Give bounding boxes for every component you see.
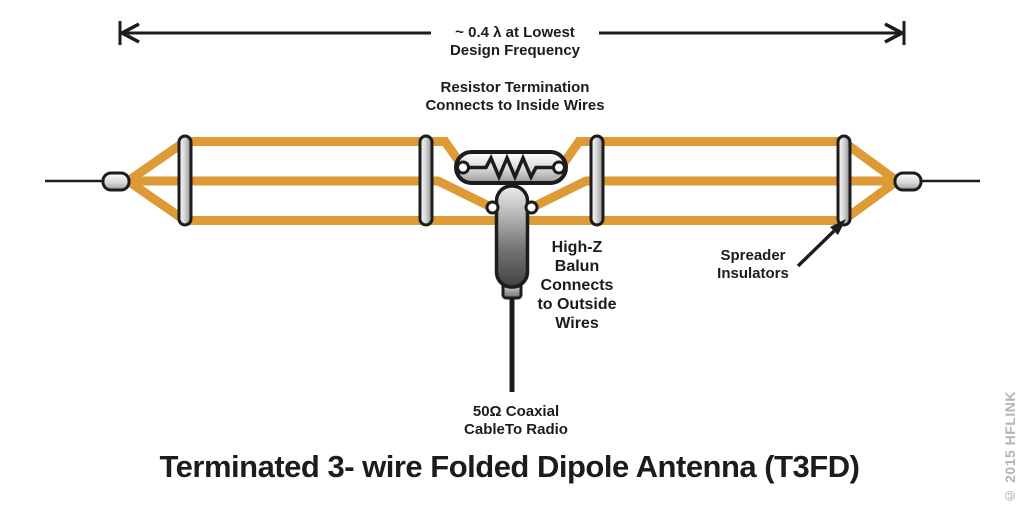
end-insulators xyxy=(101,171,923,192)
coax-label-line1: 50Ω Coaxial xyxy=(472,403,560,420)
resistor-terminal-left xyxy=(456,160,470,175)
spreader-insulators xyxy=(177,134,852,227)
resistor-label-line2: Connects to Inside Wires xyxy=(425,97,605,114)
dimension-indicator xyxy=(118,21,906,45)
balun-label-line4: to Outside xyxy=(537,296,617,313)
resistor-label-line1: Resistor Termination xyxy=(440,79,590,96)
spreader-arrowhead xyxy=(830,219,846,235)
resistor-termination-label: Resistor Termination Connects to Inside … xyxy=(365,79,665,115)
balun-terminal-right xyxy=(524,200,539,215)
spreader-insulator-inner-left xyxy=(418,134,434,227)
dimension-arrowhead-right xyxy=(884,22,906,44)
end-insulator-right xyxy=(893,171,923,192)
dimension-arrowhead-left xyxy=(118,22,140,44)
dimension-label: ~ 0.4 λ at Lowest Design Frequency xyxy=(365,24,665,60)
spreader-pointer-arrow xyxy=(796,219,846,268)
wire-middle-left xyxy=(123,176,499,214)
dimension-label-line1: ~ 0.4 λ at Lowest xyxy=(455,24,575,41)
spreader-label-line2: Insulators xyxy=(717,265,789,282)
balun-body xyxy=(494,184,530,289)
spreader-insulators-label: Spreader Insulators xyxy=(683,247,823,283)
coax-label-line2: CableTo Radio xyxy=(464,421,568,438)
resistor-zigzag xyxy=(467,153,556,182)
wire-top-left xyxy=(121,137,470,188)
spreader-insulator-outer-right xyxy=(836,134,852,227)
resistor-termination xyxy=(454,150,568,185)
balun-label-line2: Balun xyxy=(554,258,600,275)
spreader-insulator-outer-left xyxy=(177,134,193,227)
wire-top-right xyxy=(554,137,904,188)
balun-label: High-Z Balun Connects to Outside Wires xyxy=(517,238,637,333)
coax-cable-label: 50Ω Coaxial CableTo Radio xyxy=(416,403,616,439)
dimension-label-line2: Design Frequency xyxy=(449,42,581,59)
end-insulator-left xyxy=(101,171,131,192)
wire-middle-right xyxy=(525,176,902,214)
copyright-watermark: © 2015 HFLINK xyxy=(1002,391,1018,504)
balun-terminal-left xyxy=(485,200,500,215)
diagram-title: Terminated 3- wire Folded Dipole Antenna… xyxy=(159,449,860,484)
spreader-insulator-inner-right xyxy=(589,134,605,227)
balun-label-line3: Connects xyxy=(540,277,614,294)
spreader-arrow-shaft xyxy=(796,229,836,268)
balun-label-line1: High-Z xyxy=(551,239,603,256)
spreader-label-line1: Spreader xyxy=(720,247,786,264)
balun-assembly xyxy=(485,184,539,392)
balun-label-line5: Wires xyxy=(555,315,599,332)
resistor-terminal-right xyxy=(552,160,566,175)
